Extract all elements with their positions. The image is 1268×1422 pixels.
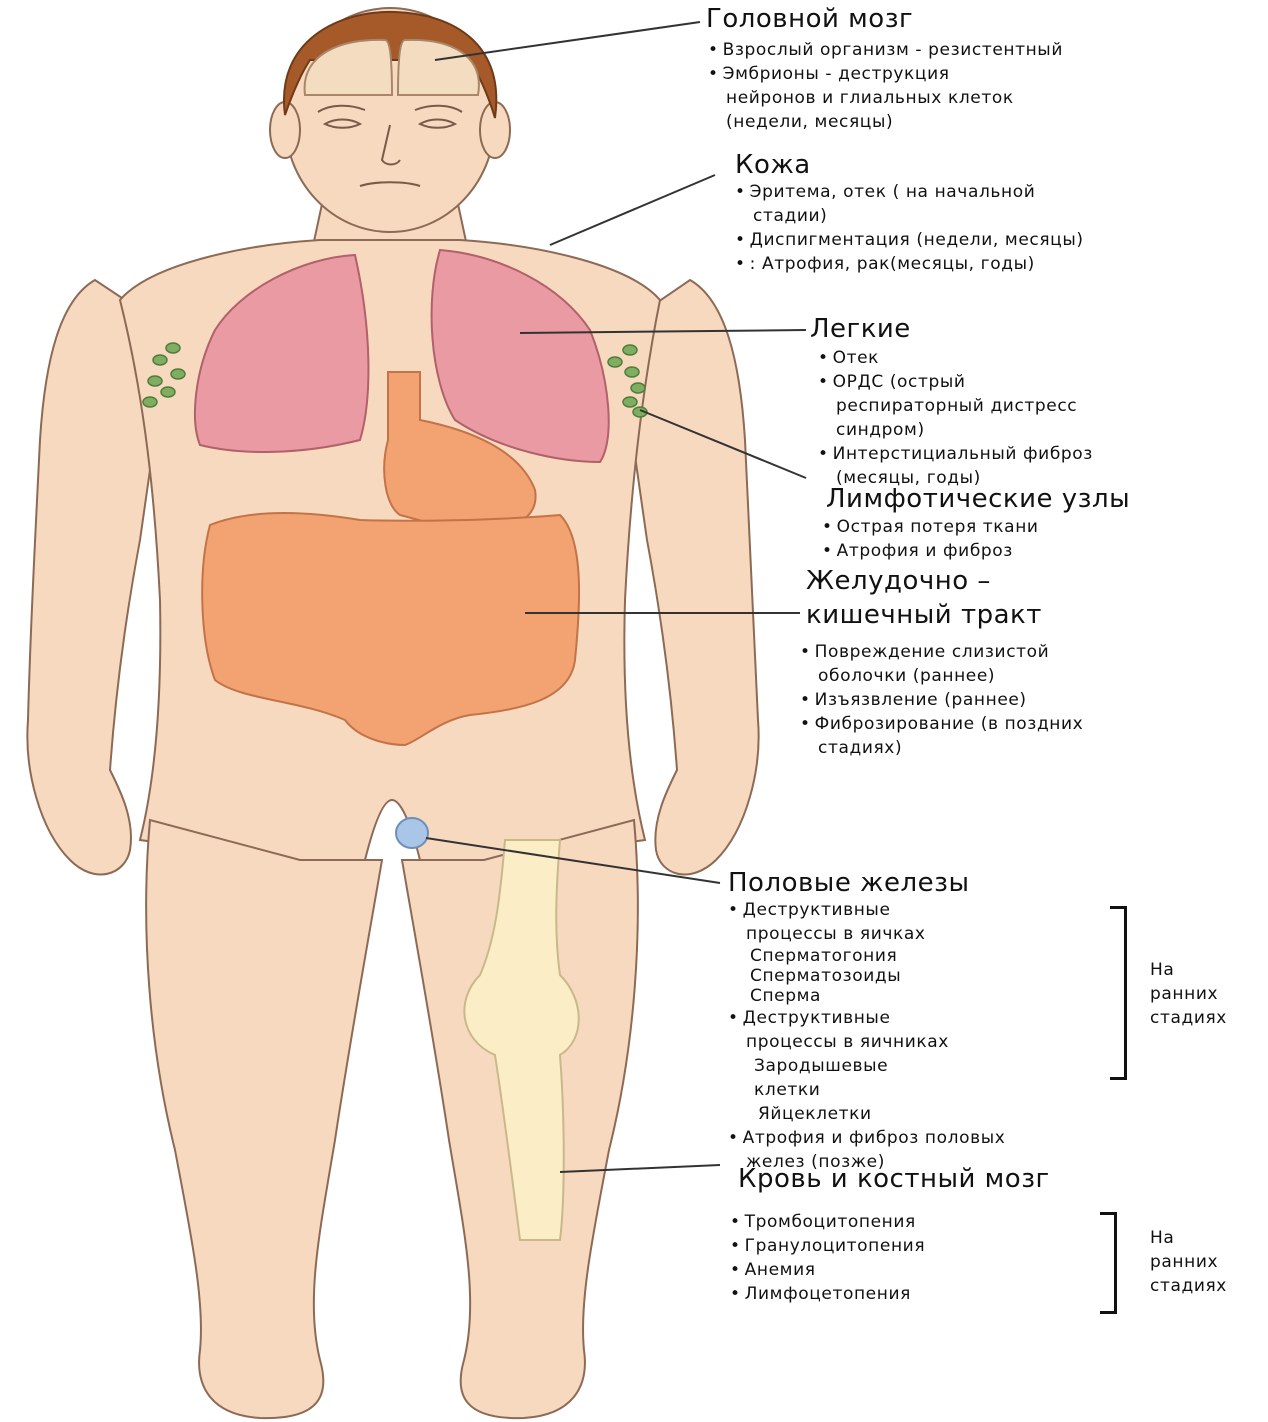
lungs-item: респираторный дистресс [818,394,1093,418]
gi-item: Изъязвление (раннее) [800,688,1083,712]
gonads-item: Атрофия и фиброз половых [728,1126,1005,1150]
blood-bracket-note-line: ранних [1150,1250,1227,1274]
gonads-item: Сперматогония [728,946,1005,966]
gi-item: стадиях) [800,736,1083,760]
blood-bracket-note-line: На [1150,1226,1227,1250]
lungs-item: Интерстициальный фиброз [818,442,1093,466]
skin-item: стадии) [735,204,1084,228]
gonads-item: Деструктивные [728,898,1005,922]
blood-bracket [1100,1212,1117,1314]
lymph-title: Лимфотические узлы [826,484,1130,514]
gi-title-line-1: Желудочно – [806,566,991,596]
gonads-items: Деструктивные процессы в яичках Спермато… [728,898,1005,1174]
skin-item: : Атрофия, рак(месяцы, годы) [735,252,1084,276]
gonads-bracket-note: На ранних стадиях [1150,958,1227,1030]
brain-item: (недели, месяцы) [708,110,1063,134]
gi-title-line-2: кишечный тракт [806,600,1042,630]
gonads-item: клетки [728,1078,1005,1102]
gi-item: Фиброзирование (в поздних [800,712,1083,736]
lungs-title: Легкие [810,314,911,344]
blood-items: Тромбоцитопения Гранулоцитопения Анемия … [730,1210,925,1306]
lungs-item: синдром) [818,418,1093,442]
brain-items: Взрослый организм - резистентный Эмбрион… [708,38,1063,134]
lungs-item: Отек [818,346,1093,370]
gonads-bracket [1110,906,1127,1080]
gi-item: оболочки (раннее) [800,664,1083,688]
gonads-item: процессы в яичниках [728,1030,1005,1054]
skin-leader-line [550,175,715,245]
gonads-item: Яйцеклетки [728,1102,1005,1126]
gonads-item: Зародышевые [728,1054,1005,1078]
blood-bracket-note-line: стадиях [1150,1274,1227,1298]
lungs-items: Отек ОРДС (острый респираторный дистресс… [818,346,1093,490]
skin-items: Эритема, отек ( на начальной стадии) Дис… [735,180,1084,276]
brain-item: Эмбрионы - деструкция [708,62,1063,86]
gonads-item: процессы в яичках [728,922,1005,946]
gonads-item: Сперма [728,986,1005,1006]
left-leg [146,820,382,1418]
skin-item: Диспигментация (недели, месяцы) [735,228,1084,252]
blood-bracket-note: На ранних стадиях [1150,1226,1227,1298]
blood-item: Анемия [730,1258,925,1282]
skin-title: Кожа [735,150,811,180]
brain-title: Головной мозг [706,4,913,34]
blood-item: Тромбоцитопения [730,1210,925,1234]
gonads-bracket-note-line: ранних [1150,982,1227,1006]
blood-title: Кровь и костный мозг [738,1164,1050,1194]
lungs-item: ОРДС (острый [818,370,1093,394]
blood-item: Лимфоцетопения [730,1282,925,1306]
lymph-items: Острая потеря ткани Атрофия и фиброз [822,515,1039,563]
skin-item: Эритема, отек ( на начальной [735,180,1084,204]
brain-item: Взрослый организм - резистентный [708,38,1063,62]
gonads-item: Сперматозоиды [728,966,1005,986]
gonad-organ [396,818,428,848]
blood-item: Гранулоцитопения [730,1234,925,1258]
gonads-item: Деструктивные [728,1006,1005,1030]
lymph-item: Атрофия и фиброз [822,539,1039,563]
gonads-title: Половые железы [728,868,969,898]
lymph-item: Острая потеря ткани [822,515,1039,539]
gi-items: Повреждение слизистой оболочки (раннее) … [800,640,1083,760]
brain-item: нейронов и глиальных клеток [708,86,1063,110]
gonads-bracket-note-line: На [1150,958,1227,982]
gonads-bracket-note-line: стадиях [1150,1006,1227,1030]
gi-item: Повреждение слизистой [800,640,1083,664]
